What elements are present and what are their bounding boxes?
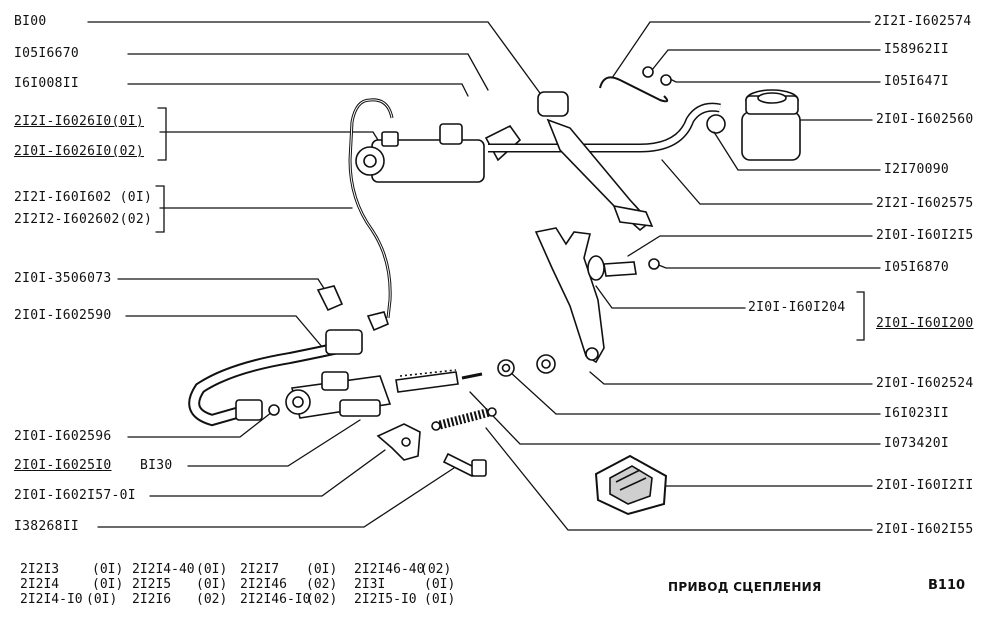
model-name: 2I2I46 — [240, 577, 287, 592]
slave-pushrod — [395, 371, 459, 393]
leader-2i0i-i602i57 — [149, 449, 386, 497]
leader-2i2i-i602575 — [661, 159, 873, 205]
ball-pin — [603, 261, 637, 277]
label-i05i6870: I05I6870 — [884, 260, 950, 275]
release-fork — [534, 227, 605, 364]
label-i05i647i: I05I647I — [884, 74, 950, 89]
label-2i0i-i602596: 2I0I-I602596 — [14, 429, 112, 444]
label-i58962ii: I58962II — [884, 42, 950, 57]
leader-i05i6670 — [127, 53, 489, 91]
label-i05i6670: I05I6670 — [14, 46, 80, 61]
label-2i0i-i602560: 2I0I-I602560 — [876, 112, 974, 127]
leader-2i0i-i602596 — [127, 411, 273, 438]
model-version: (02) — [196, 592, 228, 607]
label-i073420i: I073420I — [884, 436, 950, 451]
model-version: (02) — [420, 562, 452, 577]
label-2i0i-3506073: 2I0I-3506073 — [14, 271, 112, 286]
leader-2i0i-i60i204 — [595, 285, 746, 309]
label-2i0i-i6026i0: 2I0I-I6026I0(02) — [14, 144, 145, 159]
leader-2i0i-i6025i0 — [187, 419, 361, 467]
label-2i0i-i60i200: 2I0I-I60I200 — [876, 316, 974, 331]
label-2i2i-i60i602: 2I2I-I60I602 (0I) — [14, 190, 153, 205]
model-name: 2I2I6 — [132, 592, 172, 607]
leader-i05i6870 — [655, 263, 881, 269]
leader-i6i008ii — [127, 83, 469, 97]
model-version: (02) — [306, 577, 338, 592]
hose-clamp — [599, 76, 669, 103]
model-version: (0I) — [92, 577, 124, 592]
label-2i2i-i6026i0: 2I2I-I6026I0(0I) — [14, 114, 145, 129]
leader-bi00 — [87, 21, 546, 101]
leader-i38268ii — [97, 467, 455, 528]
model-version: (0I) — [424, 577, 456, 592]
label-bi30: BI30 — [140, 458, 173, 473]
model-name: 2I2I46-I0 — [240, 592, 311, 607]
label-bi00: BI00 — [14, 14, 47, 29]
label-i2i70090: I2I70090 — [884, 162, 950, 177]
model-name: 2I2I5-I0 — [354, 592, 417, 607]
leader-2i2i-i602574 — [611, 21, 871, 79]
model-version: (0I) — [306, 562, 338, 577]
pedal-lever — [546, 118, 652, 232]
model-name: 2I2I4-I0 — [20, 592, 83, 607]
return-spring — [434, 407, 492, 431]
label-2i2i-i602574: 2I2I-I602574 — [874, 14, 972, 29]
leader-2i0i-i602524 — [589, 371, 873, 385]
model-name: 2I2I3 — [20, 562, 60, 577]
model-name: 2I2I4 — [20, 577, 60, 592]
model-version: (0I) — [424, 592, 456, 607]
label-2i0i-i602i57: 2I0I-I602I57-0I — [14, 488, 136, 503]
fluid-reservoir — [741, 111, 801, 161]
model-version: (0I) — [86, 592, 118, 607]
leader-i6i023ii — [509, 371, 881, 415]
label-2i0i-i60i204: 2I0I-I60I204 — [748, 300, 846, 315]
leader-i58962ii — [651, 49, 881, 71]
bracket-hose-group — [155, 185, 165, 233]
model-version: (0I) — [196, 577, 228, 592]
model-name: 2I2I46-40 — [354, 562, 425, 577]
leader-2i0i-3506073 — [117, 278, 326, 291]
label-2i0i-i60i2i5: 2I0I-I60I2I5 — [876, 228, 974, 243]
model-version: (02) — [306, 592, 338, 607]
pedal-bracket — [484, 124, 522, 162]
leader-i073420i — [469, 391, 881, 445]
leader-i05i647i — [667, 77, 881, 83]
leader-bracket-i60i200 — [856, 291, 865, 341]
diagram-title: ПРИВОД СЦЕПЛЕНИЯ — [668, 580, 822, 594]
label-i6i008ii: I6I008II — [14, 76, 80, 91]
leader-i2i70090 — [713, 131, 881, 171]
bracket-pipe-group — [157, 107, 167, 161]
model-name: 2I2I4-40 — [132, 562, 195, 577]
label-2i0i-i6025i0: 2I0I-I6025I0 — [14, 458, 112, 473]
model-version: (0I) — [92, 562, 124, 577]
leader-2i0i-i60i2i5 — [627, 235, 873, 257]
label-2i0i-i602590: 2I0I-I602590 — [14, 308, 112, 323]
mounting-bracket — [376, 423, 421, 461]
label-2i0i-i602i55: 2I0I-I602I55 — [876, 522, 974, 537]
diagram-code: B110 — [928, 578, 966, 593]
model-name: 2I3I — [354, 577, 386, 592]
leader-2i0i-i602i55 — [485, 427, 873, 531]
label-2i2i2-i602602: 2I2I2-I602602(02) — [14, 212, 153, 227]
label-i38268ii: I38268II — [14, 519, 80, 534]
label-i6i023ii: I6I023II — [884, 406, 950, 421]
label-2i2i-i602575: 2I2I-I602575 — [876, 196, 974, 211]
leader-2i0i-i602590 — [125, 315, 324, 349]
model-version: (0I) — [196, 562, 228, 577]
model-name: 2I2I7 — [240, 562, 280, 577]
model-name: 2I2I5 — [132, 577, 172, 592]
label-2i0i-i602524: 2I0I-I602524 — [876, 376, 974, 391]
label-2i0i-i60i2ii: 2I0I-I60I2II — [876, 478, 974, 493]
